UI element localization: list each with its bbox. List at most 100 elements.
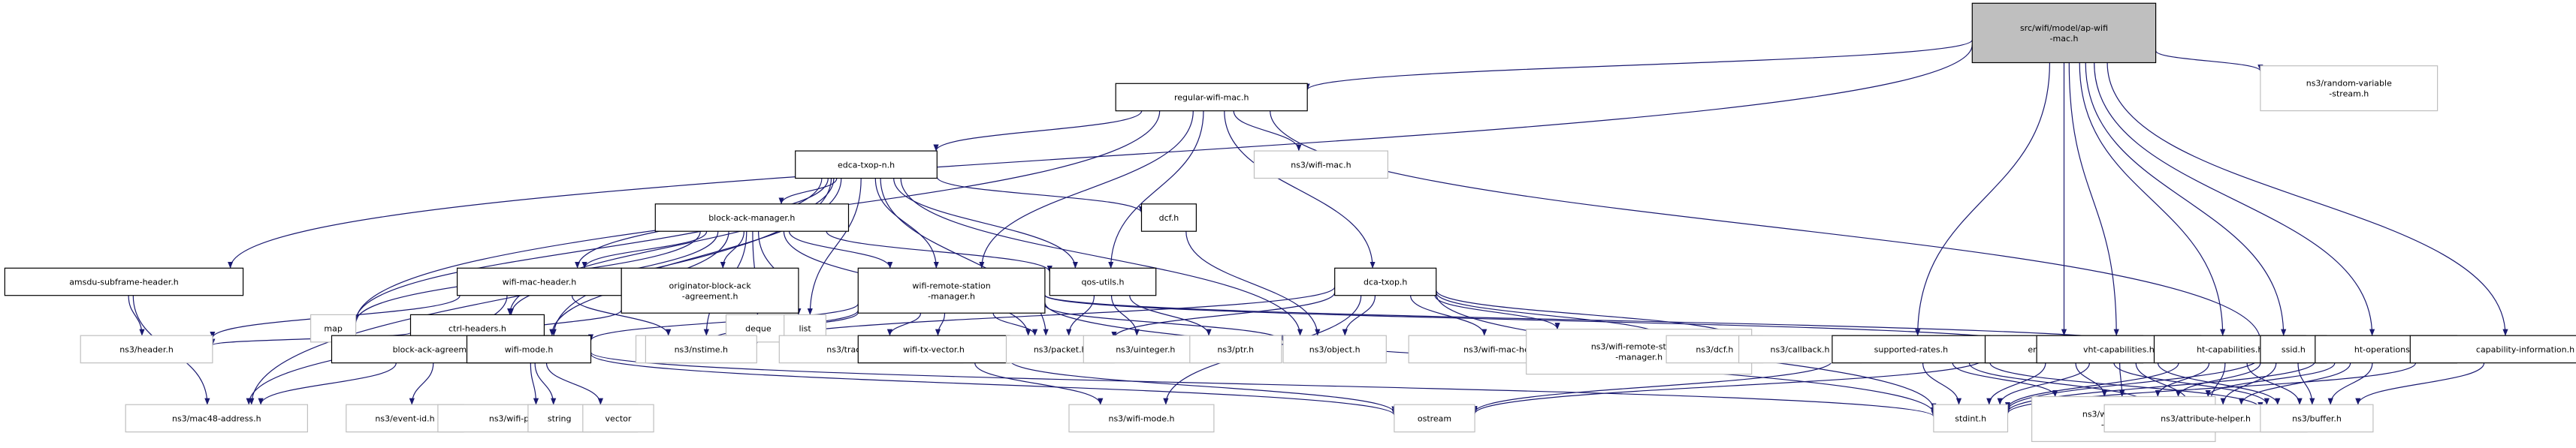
node-label-ctrl-0: ctrl-headers.h — [448, 324, 506, 334]
node-wmh[interactable]: wifi-mac-header.h — [456, 267, 622, 296]
node-label-vht-0: vht-capabilities.h — [2083, 344, 2155, 354]
node-label-string-0: string — [548, 413, 572, 423]
node-label-ssid-0: ssid.h — [2282, 344, 2306, 354]
node-box-dcatxop — [1334, 267, 1437, 296]
node-label-htcap-0: ht-capabilities.h — [2197, 344, 2263, 354]
edge-regular-to-edca — [933, 110, 1143, 152]
node-label-supp-0: supported-rates.h — [1874, 344, 1949, 354]
edge-regular-to-nswifimac — [1233, 110, 1302, 152]
edge-wtv-to-nswifimode — [974, 362, 1104, 405]
node-capinfo[interactable]: capability-information.h — [2409, 335, 2576, 364]
node-box-nswifimac — [1253, 150, 1388, 179]
node-dcf[interactable]: dcf.h — [1140, 203, 1197, 232]
node-box-randvar — [2260, 65, 2439, 112]
node-edca[interactable]: edca-txop-n.h — [795, 150, 938, 179]
node-label-amsdu-0: amsdu-subframe-header.h — [69, 278, 179, 287]
node-label-bam-0: block-ack-manager.h — [708, 213, 795, 223]
node-box-mac48 — [125, 404, 308, 433]
node-label-mac48-0: ns3/mac48-address.h — [172, 413, 261, 423]
edge-capinfo-to-buffer — [2355, 362, 2485, 405]
edge-dcatxop-to-nswrsm — [1434, 295, 1560, 330]
edge-erp-to-wie — [2075, 362, 2107, 397]
node-label-ostream-0: ostream — [1418, 413, 1451, 423]
edge-htcap-to-buffer — [2246, 362, 2303, 405]
node-qos[interactable]: qos-utils.h — [1049, 267, 1157, 296]
node-label-edca-0: edca-txop-n.h — [838, 160, 895, 170]
node-dcatxop[interactable]: dca-txop.h — [1334, 267, 1437, 296]
edge-root-to-amsdu — [228, 44, 1973, 269]
node-object: ns3/object.h — [1282, 335, 1387, 364]
node-box-qos — [1049, 267, 1157, 296]
edge-regular-to-qos — [1108, 110, 1204, 269]
edge-wifimode-to-ostream — [590, 353, 1397, 416]
edge-htops-to-stdint — [2005, 360, 2316, 413]
node-string: string — [527, 404, 592, 433]
node-label-oba-0: originator-block-ack — [669, 281, 751, 290]
edge-wrsm-to-object — [1044, 305, 1286, 342]
node-wrsm[interactable]: wifi-remote-station-manager.h — [857, 267, 1046, 314]
node-oba[interactable]: originator-block-ack-agreement.h — [621, 267, 799, 314]
edge-edca-to-list — [807, 178, 862, 315]
edge-root-to-htops — [2094, 62, 2375, 336]
edge-qos-to-packet — [1066, 295, 1095, 336]
edge-htops-to-wie — [2205, 362, 2336, 397]
node-label-capinfo-0: capability-information.h — [2476, 344, 2574, 354]
node-label-randvar-1: -stream.h — [2329, 89, 2369, 99]
edge-bam-to-qos — [826, 230, 1052, 273]
node-box-capinfo — [2409, 335, 2576, 364]
node-label-packet-0: ns3/packet.h — [1034, 344, 1087, 354]
node-box-ostream — [1394, 404, 1475, 433]
edge-ssid-to-attr — [2220, 362, 2277, 405]
edge-ssid-to-wie — [2175, 362, 2261, 397]
edge-root-to-regular — [1304, 39, 1973, 91]
node-label-oba-1: -agreement.h — [682, 291, 738, 301]
edge-ssid-to-buffer — [2297, 362, 2315, 405]
node-box-uinteger — [1083, 335, 1208, 364]
node-buffer: ns3/buffer.h — [2260, 404, 2374, 433]
node-root[interactable]: src/wifi/model/ap-wifi-mac.h — [1971, 2, 2157, 64]
node-label-wrsm-0: wifi-remote-station — [912, 281, 990, 290]
node-regular[interactable]: regular-wifi-mac.h — [1115, 83, 1308, 112]
edge-edca-to-bam — [778, 178, 838, 205]
edge-htops-to-attr — [2238, 362, 2351, 405]
edge-wmh-to-nstime — [571, 295, 672, 336]
edge-supp-to-ostream — [1472, 360, 1833, 413]
edge-root-to-ssid — [2085, 62, 2287, 336]
node-box-oba — [621, 267, 799, 314]
edge-htcap-to-stdint — [2004, 362, 2179, 409]
node-header: ns3/header.h — [80, 335, 213, 364]
node-label-root-1: -mac.h — [2050, 34, 2079, 44]
edge-qos-to-uinteger — [1110, 295, 1140, 336]
edge-edca-to-object — [900, 178, 1303, 336]
edge-wifimode-to-string — [534, 362, 557, 405]
node-label-nsdcf-0: ns3/dcf.h — [1696, 344, 1733, 354]
node-label-header-0: ns3/header.h — [119, 344, 174, 354]
node-nstime: ns3/nstime.h — [645, 335, 757, 364]
edge-bam-to-wrsm — [788, 230, 893, 269]
node-label-map-0: map — [324, 324, 342, 334]
edge-wifimode-to-vector — [545, 362, 603, 405]
nodes-layer: src/wifi/model/ap-wifi-mac.h regular-wifi… — [4, 2, 2576, 443]
edge-regular-to-wrsm — [979, 110, 1194, 269]
node-label-deque-0: deque — [745, 324, 772, 334]
node-wifimode[interactable]: wifi-mode.h — [466, 335, 592, 364]
node-supp[interactable]: supported-rates.h — [1832, 335, 1991, 364]
node-amsdu[interactable]: amsdu-subframe-header.h — [4, 267, 244, 296]
edge-erp-to-ostream — [1472, 357, 1986, 414]
node-label-object-0: ns3/object.h — [1309, 344, 1360, 354]
node-label-wifimode-0: wifi-mode.h — [505, 344, 554, 354]
node-box-ptr — [1189, 335, 1282, 364]
edge-vht-to-stdint — [1997, 362, 2090, 405]
edge-supp-to-stdint — [1922, 362, 1962, 405]
edge-root-to-vht — [2068, 62, 2119, 336]
node-wtv[interactable]: wifi-tx-vector.h — [857, 335, 1010, 364]
node-box-object — [1282, 335, 1387, 364]
node-box-string — [527, 404, 592, 433]
edge-edca-to-dcf — [936, 176, 1145, 214]
node-label-dcatxop-0: dca-txop.h — [1363, 278, 1407, 287]
node-box-amsdu — [4, 267, 244, 296]
node-box-wifimode — [466, 335, 592, 364]
node-bam[interactable]: block-ack-manager.h — [654, 203, 850, 232]
node-label-dcf-0: dcf.h — [1159, 213, 1179, 223]
